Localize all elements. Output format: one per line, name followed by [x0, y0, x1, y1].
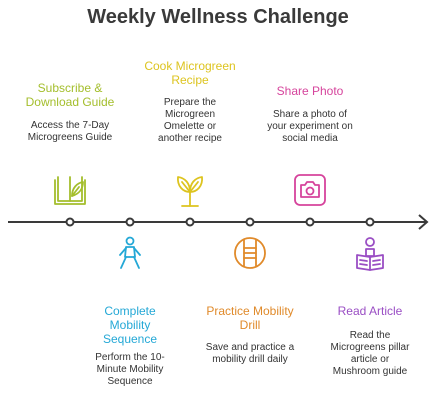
timeline-dot [65, 217, 75, 227]
timeline-dot [365, 217, 375, 227]
person-stretching-icon [119, 236, 141, 269]
timeline-dot [305, 217, 315, 227]
step-5-heading: Share Photo [276, 84, 344, 98]
step-6-heading: Read Article [337, 304, 403, 318]
timeline-dot [185, 217, 195, 227]
camera-icon [294, 174, 326, 206]
reading-icon [356, 237, 384, 271]
timeline-arrowhead [418, 214, 429, 230]
diagram-title: Weekly Wellness Challenge [87, 6, 349, 28]
step-1-heading: Subscribe &Download Guide [25, 81, 115, 109]
book-leaf-icon [54, 176, 86, 205]
timeline-dot [125, 217, 135, 227]
timeline-dot [245, 217, 255, 227]
joint-icon [234, 237, 266, 269]
sprout-icon [177, 176, 203, 207]
